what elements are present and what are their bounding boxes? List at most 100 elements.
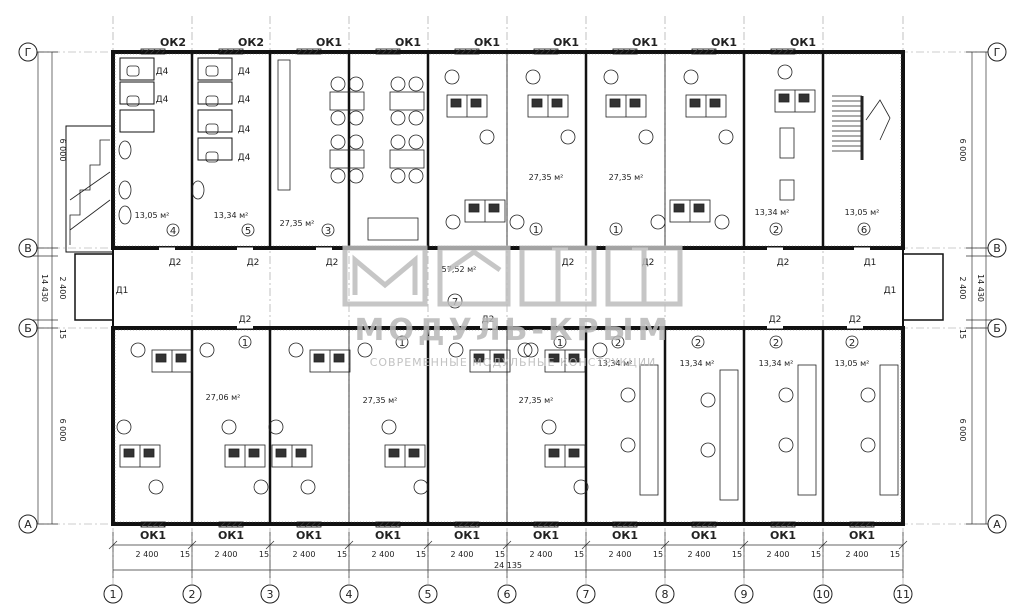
room-area: 13,34 м²	[214, 211, 249, 220]
axis-marker	[18, 514, 38, 534]
dim-slash	[423, 540, 433, 550]
door-label: Д2	[562, 258, 575, 268]
toilet	[205, 95, 219, 107]
room-number-circle	[691, 335, 705, 349]
room-number: 5	[245, 226, 251, 237]
window-bottom	[770, 521, 796, 528]
chair	[560, 129, 576, 145]
door-label: Д2	[777, 258, 790, 268]
computer-icon	[175, 353, 187, 363]
computer-icon	[295, 448, 307, 458]
computer-icon	[568, 353, 580, 363]
axis-marker	[182, 584, 202, 604]
computer-icon	[228, 448, 240, 458]
room-number-circle	[769, 222, 783, 236]
axis-label-row: Г	[994, 46, 1001, 59]
room-number: 1	[613, 225, 619, 236]
chair	[288, 342, 304, 358]
chair	[523, 342, 539, 358]
chair	[408, 134, 424, 150]
chair	[718, 129, 734, 145]
window-label-top: ОК2	[160, 36, 186, 49]
toilet	[126, 65, 140, 77]
computer-icon	[123, 448, 135, 458]
dim-slash	[898, 540, 908, 550]
dim-module: 2 400	[215, 550, 238, 559]
toilet	[205, 123, 219, 135]
furniture	[116, 59, 899, 501]
door-label: Д2	[247, 258, 260, 268]
room-area: 27,35 м²	[529, 173, 564, 182]
room-number-circle	[611, 335, 625, 349]
axis-marker	[987, 238, 1007, 258]
sink	[118, 205, 132, 225]
axis-label-col: 1	[110, 588, 117, 601]
window-top	[533, 48, 559, 55]
chair	[479, 129, 495, 145]
computer-icon	[450, 98, 462, 108]
wc-cubicle	[119, 57, 155, 81]
sink	[118, 180, 132, 200]
room-area: 13,34 м²	[755, 208, 790, 217]
chair	[517, 342, 533, 358]
room-number: 2	[849, 338, 855, 349]
watermark-title: МОДУЛЬ-КРЫМ	[355, 313, 672, 348]
wc-cubicle	[197, 57, 233, 81]
axis-label-row: В	[24, 242, 32, 255]
dim-side: 6 000	[58, 139, 67, 162]
chair	[408, 76, 424, 92]
table	[389, 91, 425, 111]
chair	[509, 214, 525, 230]
room-number-circle	[238, 335, 252, 349]
window-top	[375, 48, 401, 55]
axis-label-row: А	[24, 518, 32, 531]
dim-module: 2 400	[293, 550, 316, 559]
door-label-wc: Д4	[156, 67, 169, 77]
room-area: 13,34 м²	[759, 359, 794, 368]
computer-icon	[673, 203, 685, 213]
computer-icon	[473, 353, 485, 363]
chair	[413, 479, 429, 495]
room-number-circle	[395, 335, 409, 349]
chair	[348, 134, 364, 150]
dim-slash	[108, 540, 118, 550]
computer-icon	[408, 448, 420, 458]
chair	[860, 437, 876, 453]
axis-marker	[987, 318, 1007, 338]
dim-module: 2 400	[451, 550, 474, 559]
window-bottom	[612, 521, 638, 528]
axis-marker	[418, 584, 438, 604]
chair	[348, 168, 364, 184]
room-number: 3	[325, 226, 331, 237]
computer-icon	[798, 93, 810, 103]
room-number-circle	[529, 222, 543, 236]
wc-cubicle	[119, 109, 155, 133]
axis-label-col: 4	[346, 588, 353, 601]
corridor-area: 57,52 м²	[442, 265, 477, 274]
computer-icon	[313, 353, 325, 363]
axis-marker	[893, 584, 913, 604]
stair-arrow	[865, 99, 891, 141]
door-label-wc: Д4	[156, 95, 169, 105]
window-bottom	[849, 521, 875, 528]
cabinet	[779, 179, 795, 201]
computer-icon	[548, 353, 560, 363]
axis-marker	[18, 42, 38, 62]
dim-total: 24 135	[494, 561, 522, 570]
dim-gap: 15	[337, 550, 347, 559]
room-number: 2	[773, 338, 779, 349]
sink	[118, 140, 132, 160]
chair	[348, 76, 364, 92]
door-label: Д1	[864, 258, 877, 268]
computer-icon	[568, 448, 580, 458]
chair	[638, 129, 654, 145]
door-label: Д2	[169, 258, 182, 268]
room-area: 27,35 м²	[280, 219, 315, 228]
window-top	[140, 48, 166, 55]
chair	[300, 479, 316, 495]
dim-slash	[739, 540, 749, 550]
window-label-top: ОК1	[711, 36, 737, 49]
window-top	[612, 48, 638, 55]
